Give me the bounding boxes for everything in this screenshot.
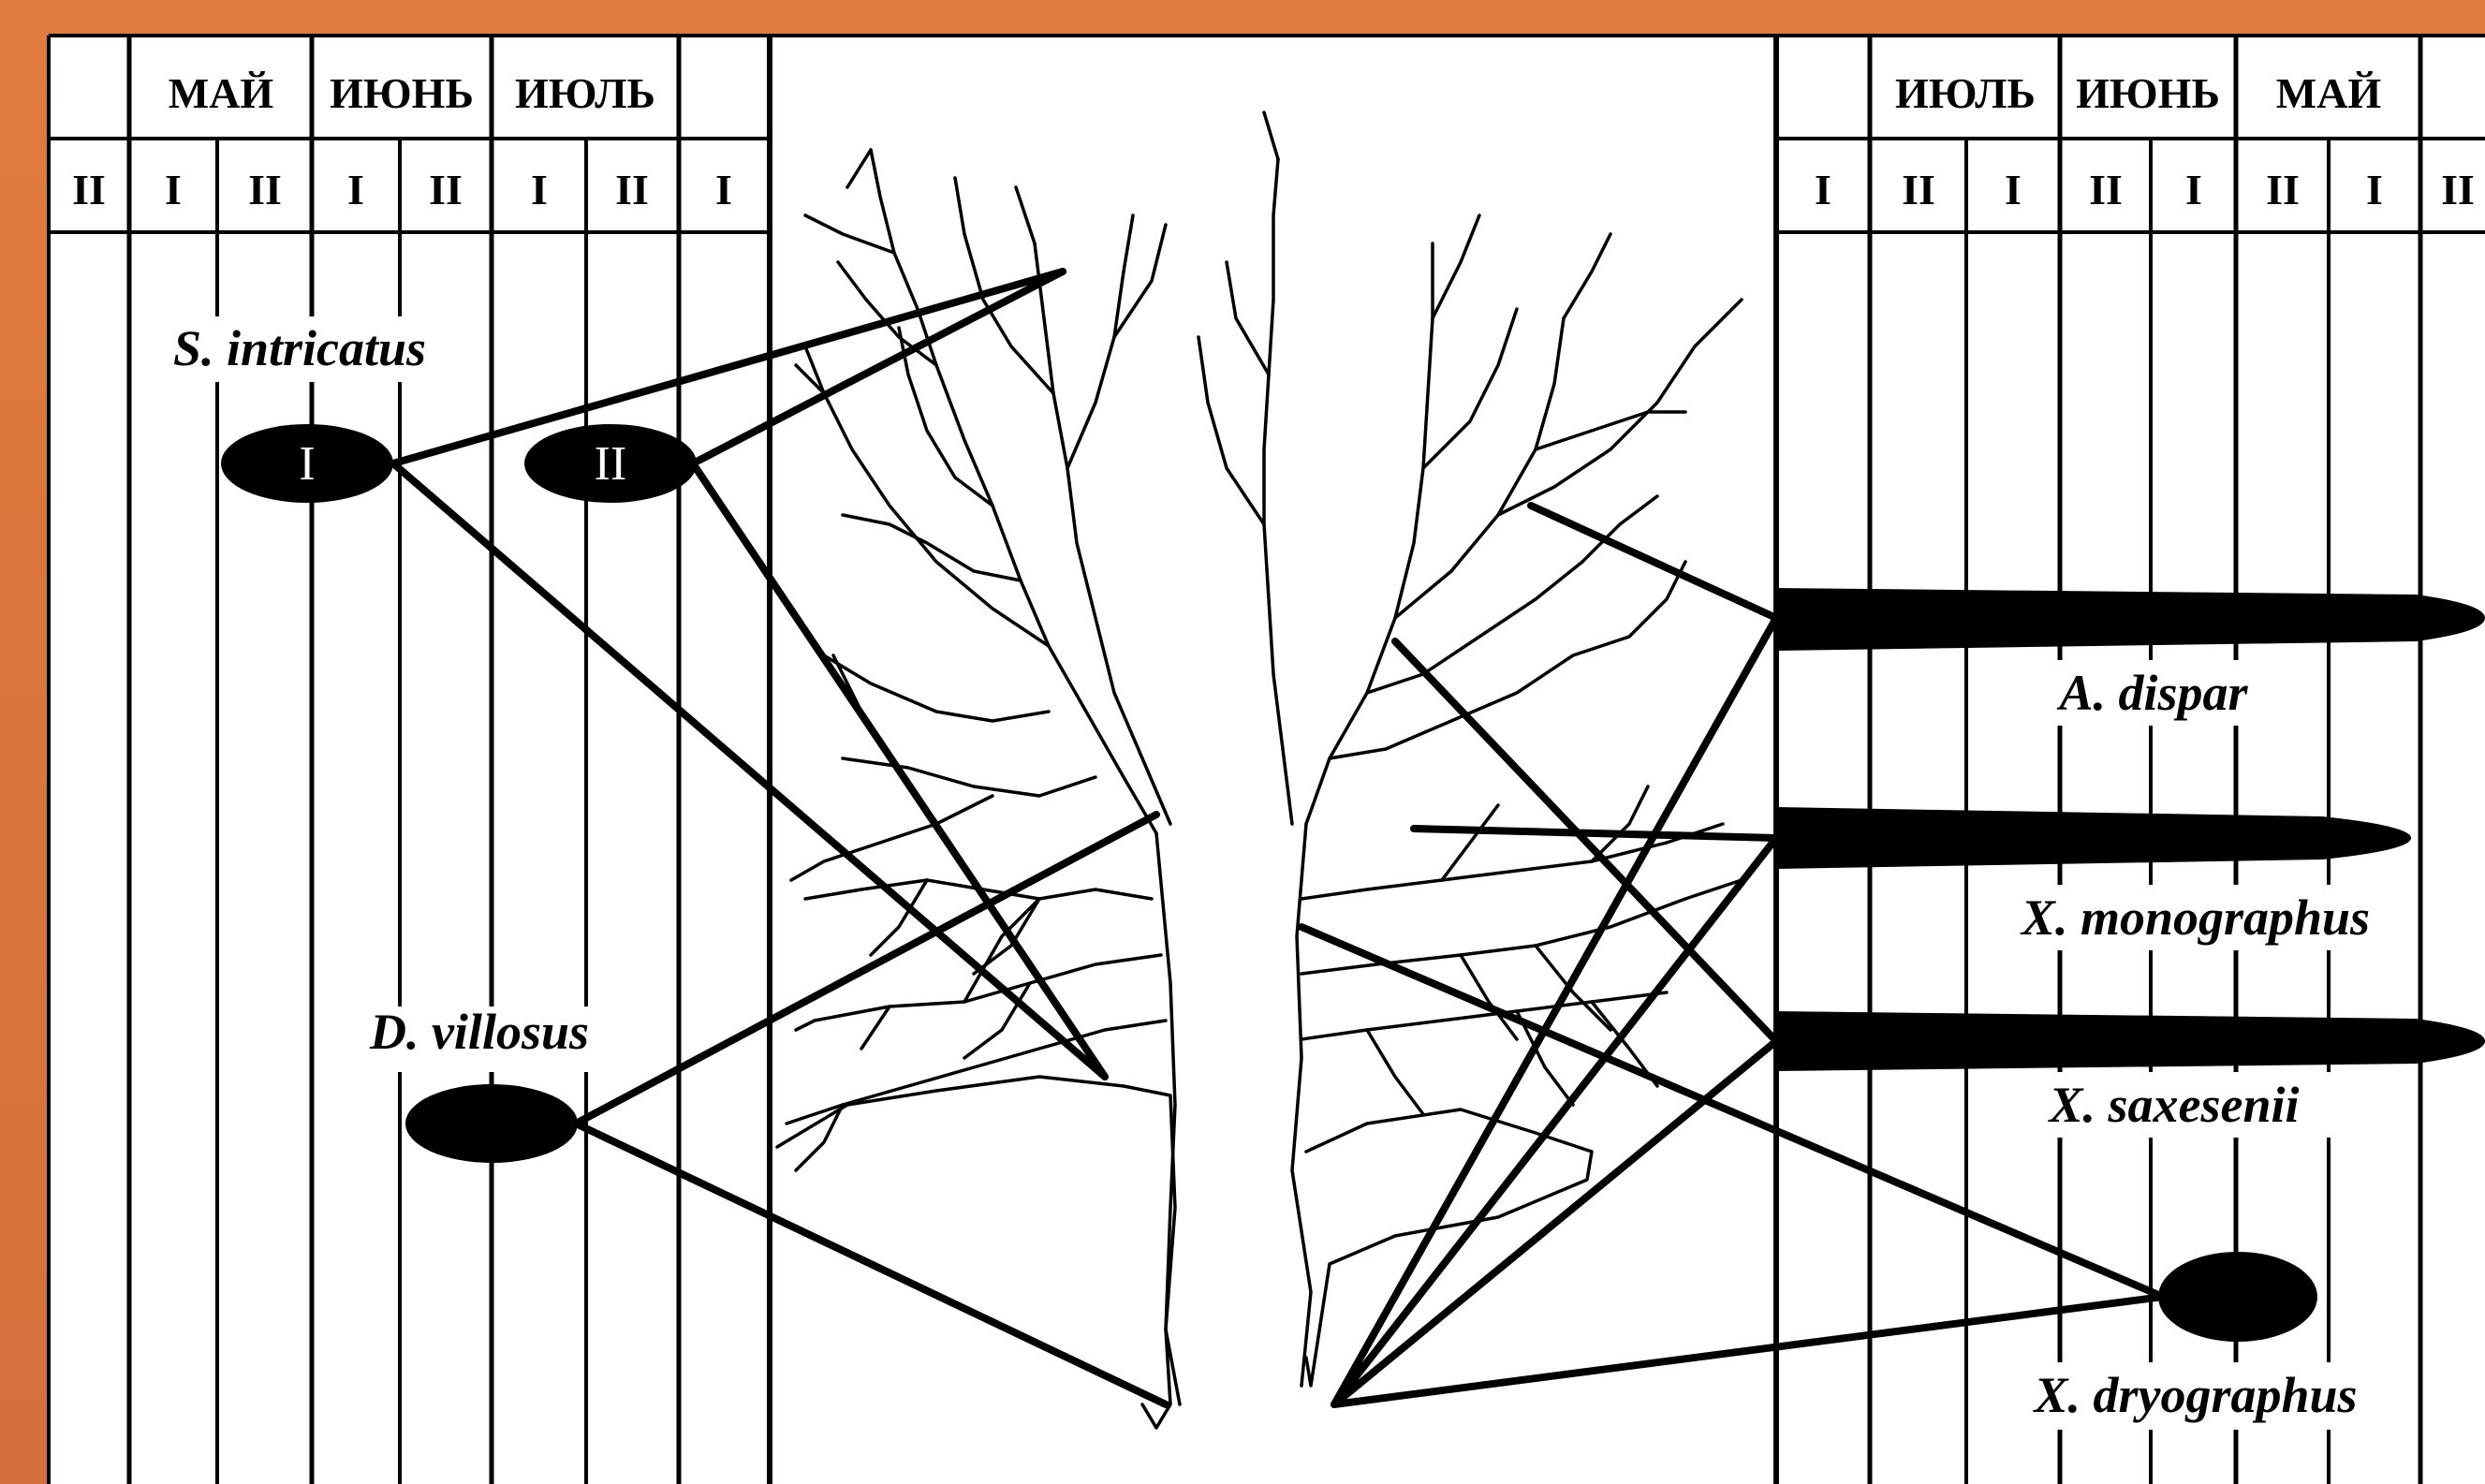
right-month-july: ИЮЛЬ bbox=[1895, 69, 2036, 117]
d-villosus-marker bbox=[405, 1084, 578, 1163]
a-dispar-bar bbox=[1776, 588, 2485, 651]
right-decade: II bbox=[2441, 166, 2475, 213]
s-intricatus-label: S. intricatus bbox=[173, 320, 426, 376]
left-decade: I bbox=[347, 166, 364, 213]
left-month-july: ИЮЛЬ bbox=[515, 69, 655, 117]
generation-i-label: I bbox=[299, 437, 315, 491]
x-saxesenii-label: X. saxesenii bbox=[2047, 1077, 2299, 1133]
right-decade: I bbox=[2366, 166, 2383, 213]
generation-ii-label: II bbox=[595, 437, 627, 491]
x-dryographus-label: X. dryographus bbox=[2032, 1367, 2357, 1423]
x-monographus-label: X. monographus bbox=[2020, 889, 2370, 946]
right-decade: II bbox=[2266, 166, 2300, 213]
right-decade: II bbox=[2089, 166, 2123, 213]
a-dispar-label: A. dispar bbox=[2056, 665, 2248, 721]
left-decade: II bbox=[615, 166, 649, 213]
right-decade: I bbox=[2185, 166, 2202, 213]
left-decade: I bbox=[165, 166, 182, 213]
right-month-may: МАЙ bbox=[2276, 69, 2382, 117]
left-month-june: ИЮНЬ bbox=[330, 69, 474, 117]
right-decade: I bbox=[1815, 166, 1831, 213]
x-dryographus-marker bbox=[2158, 1252, 2317, 1342]
left-decade: II bbox=[429, 166, 463, 213]
left-decade: I bbox=[531, 166, 548, 213]
left-decade: II bbox=[72, 166, 106, 213]
x-saxesenii-bar bbox=[1776, 1011, 2485, 1071]
x-monographus-bar bbox=[1776, 807, 2411, 869]
paper-area bbox=[49, 36, 2485, 1484]
right-month-june: ИЮНЬ bbox=[2076, 69, 2220, 117]
left-decade: II bbox=[248, 166, 282, 213]
right-decade: II bbox=[1902, 166, 1935, 213]
right-decade: I bbox=[2005, 166, 2022, 213]
left-decade: I bbox=[715, 166, 732, 213]
d-villosus-label: D. villosus bbox=[369, 1004, 589, 1060]
left-month-may: МАЙ bbox=[169, 69, 274, 117]
